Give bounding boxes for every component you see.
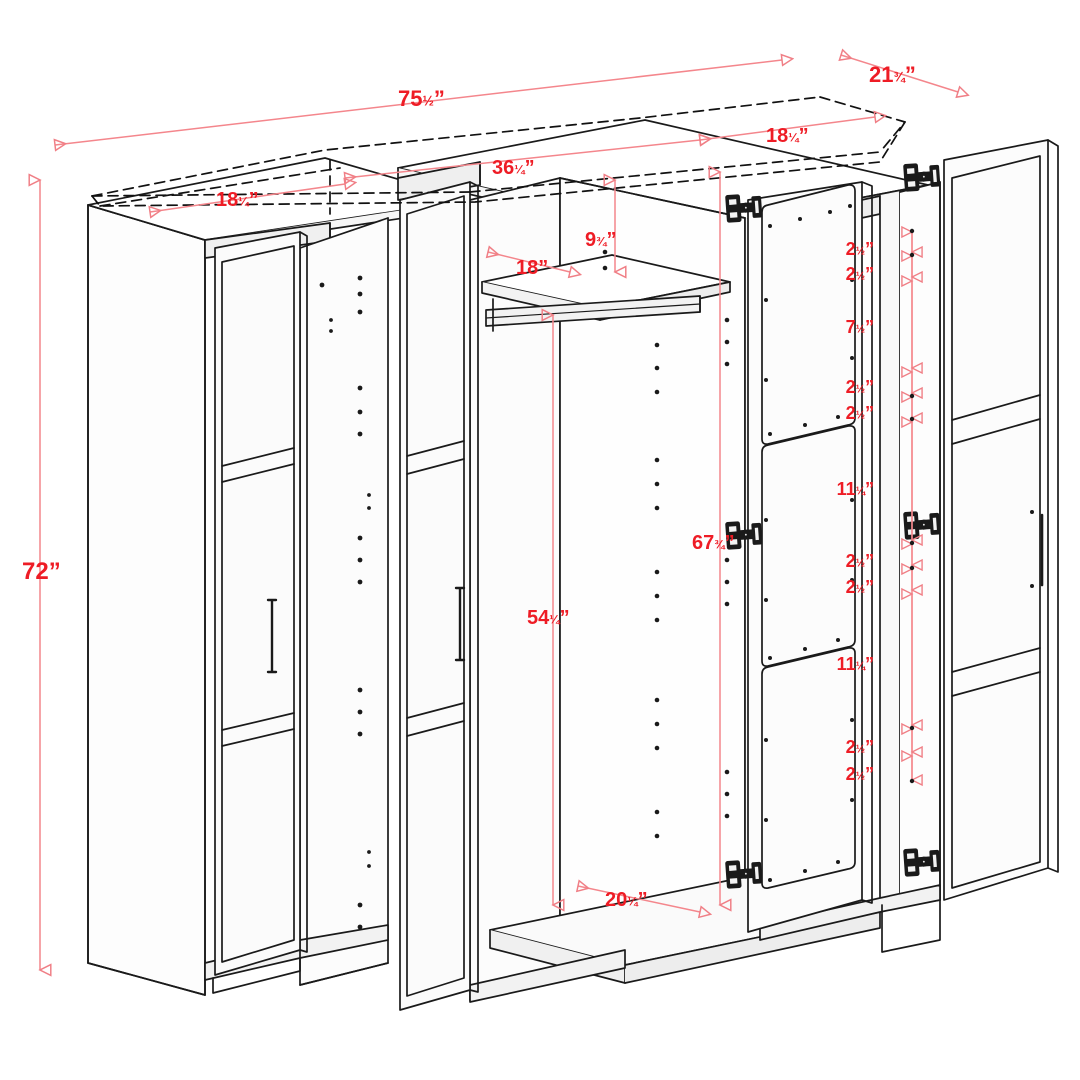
shelf-pin-holes-left — [319, 275, 371, 930]
left-door-open[interactable] — [214, 231, 308, 976]
dimension-label-right-section-width: 18¼” — [766, 125, 809, 147]
far-right-door[interactable] — [943, 139, 1059, 901]
hinge-spacing-label: 2½” — [845, 239, 874, 259]
right-door-open[interactable] — [747, 181, 873, 933]
center-door[interactable] — [399, 181, 479, 1011]
dimension-label-shelf-drop: 9¾” — [585, 229, 617, 251]
hinge-spacing-label: 2½” — [845, 577, 874, 597]
dimension-label-overall-width: 75½” — [398, 86, 445, 111]
dimension-lines — [40, 55, 958, 970]
dimension-label-overall-depth: 21¾” — [869, 62, 916, 87]
hanging-rod — [485, 295, 701, 332]
hinge-spacing-label: 11¼” — [836, 654, 874, 674]
dimension-label-left-section-width: 18¼” — [216, 189, 259, 211]
hinge-spacing-label: 2½” — [845, 377, 874, 397]
hinge-spacing-label: 2½” — [845, 764, 874, 784]
hinge-spacing-label: 2½” — [845, 551, 874, 571]
hinge-spacing-label: 11¼” — [836, 479, 874, 499]
dimension-label-hanging-height: 54¼” — [527, 607, 570, 629]
hinge-spacing-label: 7½” — [845, 317, 874, 337]
dimension-label-shelf-front-offset: 18” — [516, 257, 549, 279]
hinge-spacing-label: 2½” — [845, 264, 874, 284]
dimension-label-center-section-width: 36¼” — [492, 157, 535, 179]
dimension-label-bottom-depth: 20¼” — [605, 889, 648, 911]
hinge-spacing-label: 2½” — [845, 403, 874, 423]
hinge-spacing-label: 2½” — [845, 737, 874, 757]
dimension-label-interior-height: 67¾” — [692, 532, 735, 554]
cabinet-carcass — [87, 96, 1059, 1011]
dimension-label-overall-height: 72” — [22, 558, 61, 585]
